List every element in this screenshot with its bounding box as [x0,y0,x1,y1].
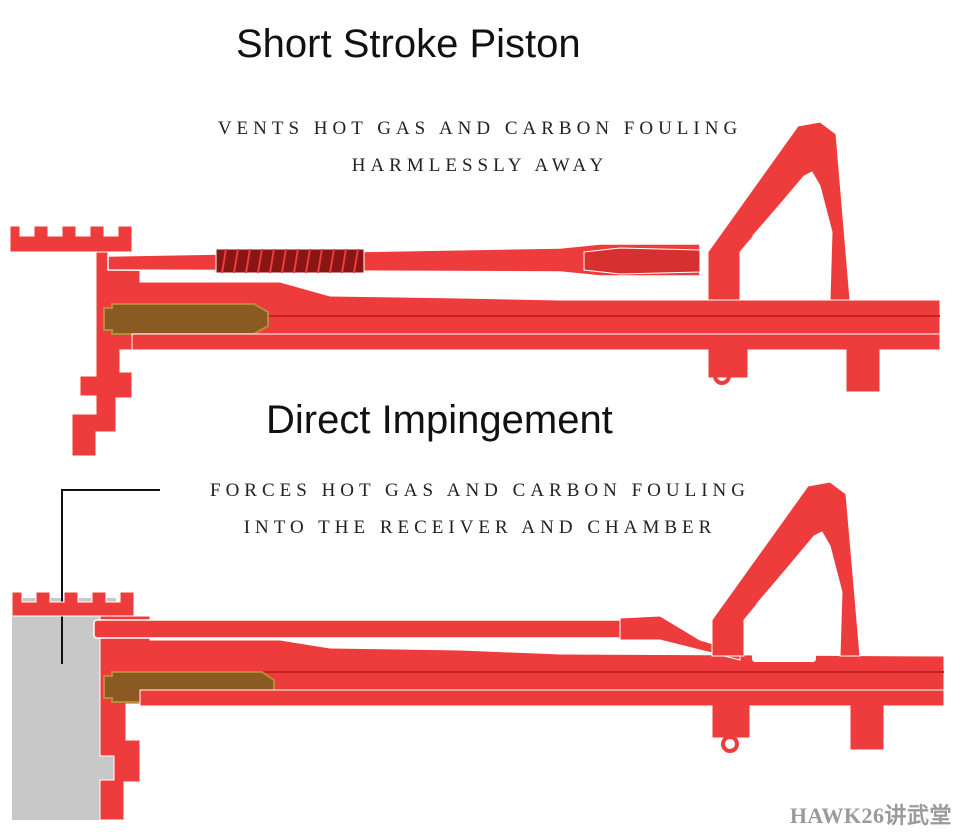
watermark: HAWK26讲武堂 [789,803,952,828]
piston-front-sight [707,121,851,301]
di-receiver [99,615,945,821]
piston-barrel-lower [131,333,941,393]
di-sight-pin [767,637,773,643]
di-rail [11,591,135,617]
di-sight-window [756,536,826,604]
impingement-caption-line1: FORCES HOT GAS AND CARBON FOULING [210,480,750,501]
piston-spring [215,248,365,274]
di-sight-slot [752,654,816,662]
piston-spring-coils [221,248,359,274]
di-gas-tube [93,619,661,639]
di-rifle [11,481,945,821]
piston-caption-line1: VENTS HOT GAS AND CARBON FOULING [217,118,743,139]
piston-sling-loop [713,367,731,385]
impingement-caption-line2: INTO THE RECEIVER AND CHAMBER [243,517,717,538]
piston-sight-pin [761,269,767,275]
piston-cartridge [103,303,269,335]
piston-title: Short Stroke Piston [236,22,581,66]
di-barrel-lower [139,689,945,751]
piston-receiver [71,251,941,457]
piston-sight-window [752,176,816,236]
piston-caption-line2: HARMLESSLY AWAY [351,155,609,176]
piston-rifle [9,121,941,457]
impingement-title: Direct Impingement [266,398,613,442]
piston-head [583,247,701,275]
piston-sight-slot [748,284,810,292]
di-sling-loop [721,735,739,753]
